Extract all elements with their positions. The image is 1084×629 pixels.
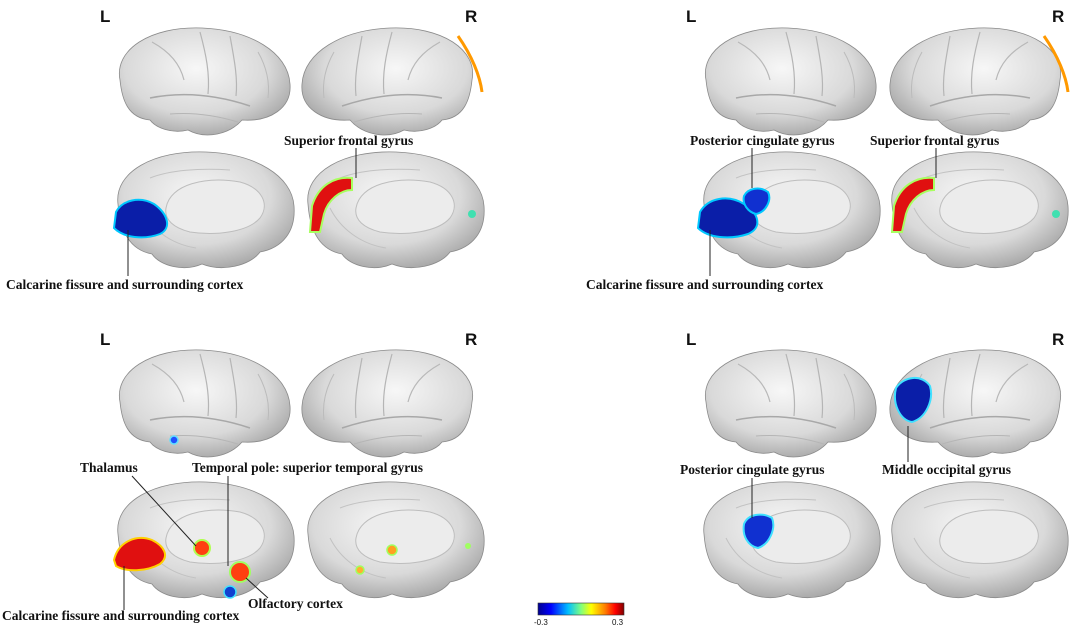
activation-blob bbox=[169, 435, 179, 445]
panel-c: L R Thalamus Temporal pole: superior tem… bbox=[2, 330, 485, 623]
right-medial-brain bbox=[307, 151, 485, 269]
leader-line bbox=[131, 475, 197, 547]
region-label: Olfactory cortex bbox=[248, 596, 343, 611]
right-lateral-brain bbox=[301, 27, 474, 136]
region-label: Temporal pole: superior temporal gyrus bbox=[192, 460, 423, 475]
activation-blob bbox=[894, 377, 932, 424]
region-label: Middle occipital gyrus bbox=[882, 462, 1011, 477]
activation-blob bbox=[112, 198, 169, 239]
panel-d: L R Posterior cingulate gyrus Middle occ… bbox=[680, 330, 1069, 599]
activation-blob bbox=[386, 544, 398, 556]
leader-line bbox=[245, 577, 269, 599]
activation-blob bbox=[742, 513, 775, 550]
right-hemisphere-letter: R bbox=[465, 330, 477, 349]
colorbar-gradient bbox=[537, 602, 625, 616]
region-label: Calcarine fissure and surrounding cortex bbox=[2, 608, 240, 623]
activation-blob bbox=[890, 176, 935, 233]
activation-blob bbox=[742, 187, 771, 216]
panel-a: L R Superior frontal gyrus Calcarine fis… bbox=[6, 7, 485, 292]
left-lateral-brain bbox=[704, 349, 877, 458]
left-hemisphere-letter: L bbox=[100, 7, 110, 26]
left-lateral-brain bbox=[118, 349, 291, 458]
colorbar: -0.3 0.3 bbox=[534, 602, 625, 627]
region-label: Thalamus bbox=[80, 460, 138, 475]
left-hemisphere-letter: L bbox=[686, 7, 696, 26]
left-lateral-brain bbox=[704, 27, 877, 136]
region-label: Superior frontal gyrus bbox=[284, 133, 413, 148]
region-label: Calcarine fissure and surrounding cortex bbox=[6, 277, 244, 292]
left-medial-brain bbox=[703, 481, 881, 599]
right-hemisphere-letter: R bbox=[465, 7, 477, 26]
left-lateral-brain bbox=[118, 27, 291, 136]
activation-blob bbox=[1052, 210, 1060, 218]
activation-blob bbox=[1042, 35, 1070, 93]
activation-blob bbox=[355, 565, 365, 575]
right-lateral-brain bbox=[889, 27, 1062, 136]
left-hemisphere-letter: L bbox=[100, 330, 110, 349]
activation-blob bbox=[308, 176, 353, 233]
activation-blob bbox=[468, 210, 476, 218]
right-hemisphere-letter: R bbox=[1052, 7, 1064, 26]
region-label: Calcarine fissure and surrounding cortex bbox=[586, 277, 824, 292]
left-hemisphere-letter: L bbox=[686, 330, 696, 349]
activation-blob bbox=[112, 537, 167, 572]
activation-blob bbox=[193, 539, 211, 557]
region-label: Superior frontal gyrus bbox=[870, 133, 999, 148]
region-label: Posterior cingulate gyrus bbox=[690, 133, 834, 148]
colorbar-min-label: -0.3 bbox=[534, 618, 548, 627]
activation-blob bbox=[456, 35, 484, 93]
right-medial-brain bbox=[891, 151, 1069, 269]
right-medial-brain bbox=[891, 481, 1069, 599]
region-label: Posterior cingulate gyrus bbox=[680, 462, 824, 477]
activation-blob bbox=[465, 543, 471, 549]
colorbar-max-label: 0.3 bbox=[612, 618, 624, 627]
activation-blob bbox=[229, 561, 251, 583]
activation-blob bbox=[223, 585, 237, 599]
activation-blob bbox=[696, 197, 759, 239]
right-hemisphere-letter: R bbox=[1052, 330, 1064, 349]
panel-b: L R Posterior cingulate gyrus Superior f… bbox=[586, 7, 1070, 292]
right-medial-brain bbox=[307, 481, 485, 599]
right-lateral-brain bbox=[301, 349, 474, 458]
